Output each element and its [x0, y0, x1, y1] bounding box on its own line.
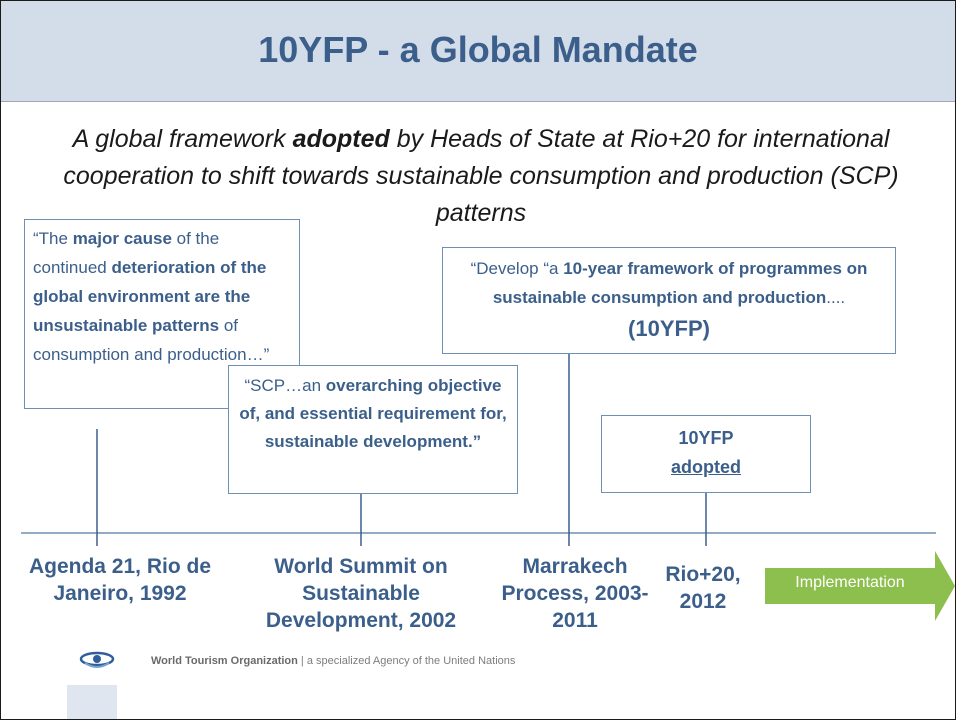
quote-box-marrakech: “Develop “a 10-year framework of program…: [442, 247, 896, 354]
subtitle-part1: A global framework: [72, 125, 293, 153]
implementation-arrow-icon: [765, 551, 955, 621]
quote-box-agenda21: “The major cause of the continued deteri…: [24, 219, 300, 409]
footer-logo-strip: [67, 685, 117, 719]
quote3-text-b: ....: [826, 288, 846, 307]
quote2-text-a: “SCP…an: [244, 376, 326, 395]
footer-text: World Tourism Organization | a specializ…: [151, 655, 515, 667]
quote2-bold-a: overarching objective of, and essential …: [239, 376, 507, 451]
milestone-rio20: Rio+20, 2012: [665, 563, 741, 613]
implementation-label: Implementation: [795, 574, 905, 591]
milestone-wssd: World Summit on Sustainable Development,…: [265, 555, 457, 632]
quote1-bold-b: deterioration of the global environment …: [33, 258, 267, 335]
title-band: 10YFP - a Global Mandate: [1, 1, 955, 102]
subtitle-part2: by Heads of State at Rio+20 for internat…: [63, 125, 899, 227]
unwto-logo-icon: [79, 651, 115, 668]
quote3-10yfp: (10YFP): [628, 316, 710, 341]
quote1-bold-a: major cause: [72, 229, 172, 248]
rio20-box-line1: 10YFP: [678, 428, 734, 448]
quote-box-rio20: 10YFP adopted: [601, 415, 811, 493]
milestone-agenda21: Agenda 21, Rio de Janeiro, 1992: [28, 555, 212, 605]
slide-subtitle: A global framework adopted by Heads of S…: [31, 121, 931, 232]
rio20-box-adopted: adopted: [671, 457, 741, 477]
quote-box-wssd: “SCP…an overarching objective of, and es…: [228, 365, 518, 494]
footer-org: World Tourism Organization: [151, 655, 298, 667]
quote1-text-b: of the continued: [33, 229, 220, 277]
quote3-text-a: “Develop “a: [470, 259, 564, 278]
footer-separator: |: [297, 655, 307, 667]
slide-title: 10YFP - a Global Mandate: [258, 29, 698, 70]
subtitle-emphasis: adopted: [292, 125, 390, 153]
milestone-marrakech: Marrakech Process, 2003-2011: [501, 555, 649, 632]
quote3-bold-a: 10-year framework of programmes on susta…: [492, 259, 868, 307]
footer-tagline: a specialized Agency of the United Natio…: [306, 655, 516, 667]
quote1-text-a: “The: [33, 229, 73, 248]
quote1-text-c: of consumption and production…”: [33, 316, 270, 364]
